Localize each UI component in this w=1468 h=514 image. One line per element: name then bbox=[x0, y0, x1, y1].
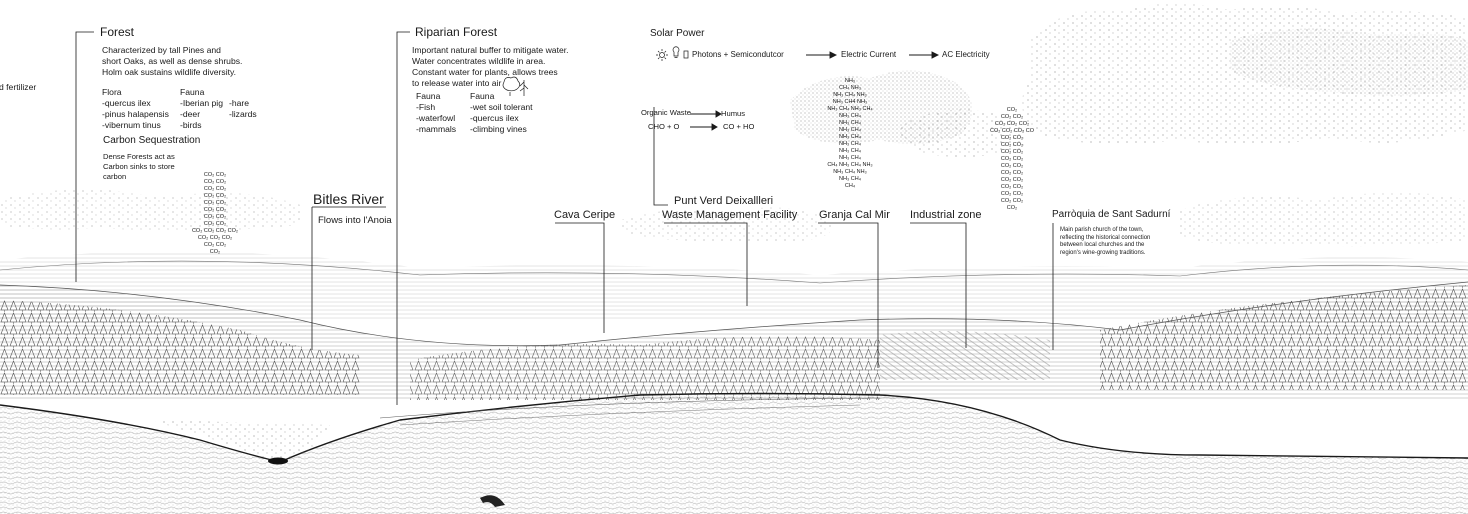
sun-icon bbox=[656, 49, 668, 61]
co2-formula-line: CO₂ CO₂ bbox=[190, 207, 240, 214]
methane-formula-line: NH₃ CH₄ NH₃ bbox=[815, 169, 885, 176]
methane-formula-line: NH₃ CH₄ bbox=[815, 127, 885, 134]
co2-formula-line: CO₂ CO₂ bbox=[985, 114, 1039, 121]
parroquia-description: Main parish church of the town,reflectin… bbox=[1060, 227, 1150, 257]
humus-label: Humus bbox=[721, 109, 745, 118]
cropped-text-fragment: d fertilizer bbox=[0, 82, 36, 93]
co2-formula-line: CO₂ CO₂ bbox=[190, 242, 240, 249]
co2-formula-line: CO₂ CO₂ bbox=[985, 163, 1039, 170]
cava-ceripe-title: Cava Ceripe bbox=[554, 209, 615, 222]
co2-formula-line: CO₂ CO₂ bbox=[985, 156, 1039, 163]
co2-formula-line: CO₂ CO₂ bbox=[985, 135, 1039, 142]
methane-formula-line: NH₃ CH₄ bbox=[815, 148, 885, 155]
bitles-river-subtitle: Flows into l'Anoia bbox=[318, 215, 392, 226]
solar-input-label: Photons + Semicondutcor bbox=[692, 50, 784, 60]
riparian-forest-description: Important natural buffer to mitigate wat… bbox=[412, 45, 569, 89]
parroquia-title: Parròquia de Sant Sadurní bbox=[1052, 209, 1170, 221]
granja-cal-mir-title: Granja Cal Mir bbox=[819, 209, 890, 222]
co2-formula-line: CO₂ CO₂ bbox=[985, 177, 1039, 184]
industrial-zone-title: Industrial zone bbox=[910, 209, 982, 222]
methane-formula-line: NH₃ CH₄ bbox=[815, 113, 885, 120]
methane-formula-line: NH₃ CH₄ bbox=[815, 176, 885, 183]
methane-formula-line: NH₃ bbox=[815, 78, 885, 85]
battery-icon bbox=[684, 51, 688, 58]
co2-formula-line: CO₂ CO₂ bbox=[985, 170, 1039, 177]
co2-formula-line: CO₂ CO₂ bbox=[985, 149, 1039, 156]
methane-formula-line: NH₃ CH4 NH₃ bbox=[815, 99, 885, 106]
forest-fauna-list: Fauna-Iberian pig-deer-birds bbox=[180, 87, 223, 131]
co2-formula-line: CO₂ CO₂ CO₂ bbox=[985, 121, 1039, 128]
co-formula-label: CO + HO bbox=[723, 122, 754, 131]
solar-ac-electricity-label: AC Electricity bbox=[942, 50, 990, 60]
riparian-forest-title: Riparian Forest bbox=[415, 25, 497, 39]
lightbulb-icon bbox=[673, 47, 679, 58]
riparian-fauna-list-2: Fauna-wet soil tolerant-quercus ilex-cli… bbox=[470, 91, 533, 135]
co2-formula-line: CO₂ CO₂ bbox=[190, 179, 240, 186]
co2-formula-line: CO₂ CO₂ bbox=[190, 186, 240, 193]
methane-formula-line: CH₄ NH₃ CH₄ NH₃ bbox=[815, 162, 885, 169]
co2-formula-line: CO₂ CO₂ bbox=[190, 214, 240, 221]
carbon-sequestration-title: Carbon Sequestration bbox=[103, 135, 200, 147]
co2-formula-line: CO₂ CO₂ bbox=[190, 200, 240, 207]
waste-facility-title-line2: Waste Management Facility bbox=[662, 209, 797, 222]
co2-formula-line: CO₂ CO₂ CO₂ CO₂ bbox=[190, 228, 240, 235]
methane-formula-line: NH₃ CH₄ bbox=[815, 141, 885, 148]
solar-power-title: Solar Power bbox=[650, 28, 704, 40]
methane-formula-line: CH₄ NH₃ bbox=[815, 85, 885, 92]
forest-title: Forest bbox=[100, 25, 134, 39]
solar-icons bbox=[656, 47, 688, 61]
co2-formula-line: CO₂ CO₂ bbox=[985, 191, 1039, 198]
riparian-fauna-list: Fauna-Fish-waterfowl-mammals bbox=[416, 91, 456, 135]
co2-formula-line: CO₂ CO₂ CO₂ bbox=[190, 235, 240, 242]
methane-formula-line: NH₃ CH₄ NH₃ bbox=[815, 92, 885, 99]
solar-electric-current-label: Electric Current bbox=[841, 50, 896, 60]
waste-facility-title-line1: Punt Verd Deixallleri bbox=[674, 195, 773, 208]
forest-fauna-list-2: -hare-lizards bbox=[229, 98, 257, 120]
ground-section bbox=[0, 394, 1468, 514]
co2-formula-line: CO₂ CO₂ bbox=[985, 184, 1039, 191]
co2-formula-line: CO₂ CO₂ bbox=[190, 221, 240, 228]
methane-formula-line: NH₃ CH₄ bbox=[815, 134, 885, 141]
bitles-river-title: Bitles River bbox=[313, 191, 384, 208]
co2-formula-line: CO₂ bbox=[985, 107, 1039, 114]
co2-formula-line: CO₂ bbox=[190, 249, 240, 256]
co2-formula-line: CO₂ CO₂ CO₂ CO bbox=[985, 128, 1039, 135]
organic-waste-label: Organic Waste bbox=[641, 108, 691, 117]
co2-formula-line: CO₂ CO₂ bbox=[190, 193, 240, 200]
co2-formula-line: CO₂ bbox=[985, 205, 1039, 212]
cho-formula-label: CHO + O bbox=[648, 122, 679, 131]
co2-formula-line: CO₂ CO₂ bbox=[985, 198, 1039, 205]
methane-formula-line: CH₄ bbox=[815, 183, 885, 190]
co2-formula-line: CO₂ CO₂ bbox=[190, 172, 240, 179]
forest-flora-list: Flora-quercus ilex-pinus halapensis-vibe… bbox=[102, 87, 169, 131]
methane-formula-line: NH₃ CH₄ bbox=[815, 155, 885, 162]
methane-formula-line: NH₃ CH₄ bbox=[815, 120, 885, 127]
methane-formula-line: NH₃ CH₄ NH₃ CH₄ bbox=[815, 106, 885, 113]
co2-formula-line: CO₂ CO₂ bbox=[985, 142, 1039, 149]
